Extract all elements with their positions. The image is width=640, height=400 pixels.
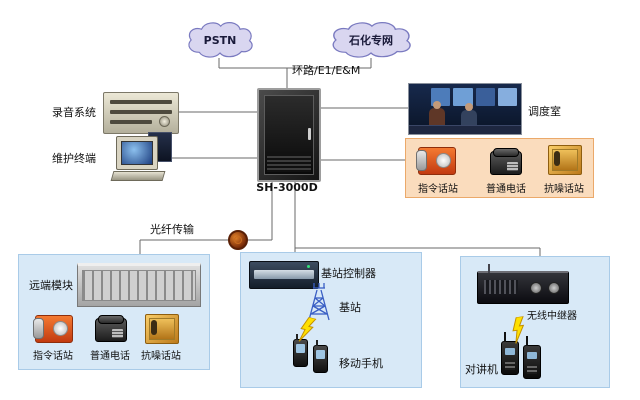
- base-station-label: 基站: [339, 301, 361, 314]
- repeater-knob: [548, 282, 560, 294]
- phone-screen: [296, 344, 305, 353]
- lightning-icon: [512, 316, 525, 344]
- handset-icon: [151, 320, 157, 335]
- lightning-icon: [298, 316, 317, 342]
- repeater-knob: [530, 282, 542, 294]
- handset-icon: [33, 318, 44, 339]
- bsc-label: 基站控制器: [321, 267, 376, 280]
- operator-stations-panel: 指令话站 普通电话 抗噪话站: [405, 138, 594, 198]
- walkie-screen: [505, 348, 515, 355]
- cabinet-model-label: SH-3000D: [256, 181, 318, 194]
- phone-keypad: [507, 162, 518, 171]
- cloud-shape: [332, 21, 411, 58]
- walkie-buttons: [505, 362, 515, 370]
- phone-handset-icon: [98, 315, 124, 324]
- remote-module-device: [77, 263, 201, 307]
- command-station-label: 指令话站: [418, 184, 458, 195]
- terminal-keyboard-icon: [110, 171, 166, 181]
- bsc-led: [307, 265, 310, 268]
- main-cabinet-device: [257, 88, 321, 182]
- command-station-icon: [33, 315, 73, 343]
- remote-module-panel: 远端模块 指令话站 普通电话 抗噪话站: [18, 254, 210, 370]
- base-station-tower-icon: [308, 283, 330, 321]
- monitor-screen: [121, 141, 153, 165]
- handset-icon: [416, 150, 427, 171]
- walkie-talkie-icon: [501, 332, 519, 375]
- terminal-monitor-icon: [116, 136, 158, 170]
- trunk-label: 环路/E1/E&M: [292, 64, 361, 77]
- cabinet-vents: [267, 156, 311, 172]
- command-station-icon: [416, 147, 456, 175]
- speaker-icon: [53, 321, 68, 336]
- desk-phone-label: 普通电话: [90, 351, 130, 362]
- maintenance-terminal-label: 维护终端: [52, 152, 96, 165]
- operator-silhouette: [429, 101, 445, 128]
- recorder-knob: [159, 116, 170, 127]
- dispatch-room-photo: [408, 83, 522, 135]
- recorder-slot: [110, 110, 172, 114]
- cloud-shape: [188, 21, 253, 58]
- walkie-buttons: [527, 366, 537, 374]
- noise-proof-station-icon: [548, 145, 582, 175]
- dispatch-room-label: 调度室: [528, 105, 561, 118]
- remote-module-label: 远端模块: [29, 279, 73, 292]
- cabinet-handle: [308, 128, 311, 140]
- repeater-device: [477, 264, 569, 304]
- walkie-talkie-label: 对讲机: [465, 363, 498, 376]
- speaker-icon: [436, 153, 451, 168]
- noise-proof-station-label: 抗噪话站: [544, 184, 584, 195]
- bsc-device: [249, 261, 319, 289]
- phone-screen: [316, 350, 325, 359]
- walkie-talkie-icon: [523, 336, 541, 379]
- mobile-phone-icon: [313, 340, 328, 373]
- noise-proof-station-icon: [145, 314, 179, 344]
- bsc-front-panel: [254, 270, 314, 279]
- desk-phone-icon: [490, 148, 522, 175]
- phone-handset-icon: [493, 148, 519, 157]
- dispatch-wall-screens: [431, 88, 517, 106]
- mobile-phone-icon: [293, 334, 308, 367]
- recorder-slot: [110, 100, 172, 104]
- pstn-cloud: PSTN: [183, 20, 257, 60]
- base-station-panel: 基站控制器 基站 移动手机: [240, 252, 422, 388]
- petro-network-cloud-label: 石化专网: [349, 34, 393, 47]
- petro-network-cloud: 石化专网: [326, 20, 416, 60]
- command-station-label: 指令话站: [33, 351, 73, 362]
- desk-phone-icon: [95, 315, 127, 342]
- noise-proof-station-label: 抗噪话站: [141, 351, 181, 362]
- repeater-label: 无线中继器: [527, 311, 577, 322]
- recorder-slot: [110, 120, 152, 124]
- repeater-panel: 无线中继器 对讲机: [460, 256, 610, 388]
- walkie-screen: [527, 352, 537, 359]
- fiber-coil-icon: [228, 230, 248, 250]
- recording-system-device: [103, 92, 179, 134]
- repeater-grill: [484, 280, 518, 294]
- handset-icon: [554, 151, 560, 166]
- desk-phone-label: 普通电话: [486, 184, 526, 195]
- module-card-slots: [82, 270, 196, 301]
- fiber-transmission-label: 光纤传输: [150, 223, 194, 236]
- pstn-cloud-label: PSTN: [203, 33, 237, 47]
- mobile-phone-label: 移动手机: [339, 357, 383, 370]
- recording-system-label: 录音系统: [52, 106, 96, 119]
- dispatch-desk: [409, 125, 521, 134]
- phone-keypad: [112, 329, 123, 338]
